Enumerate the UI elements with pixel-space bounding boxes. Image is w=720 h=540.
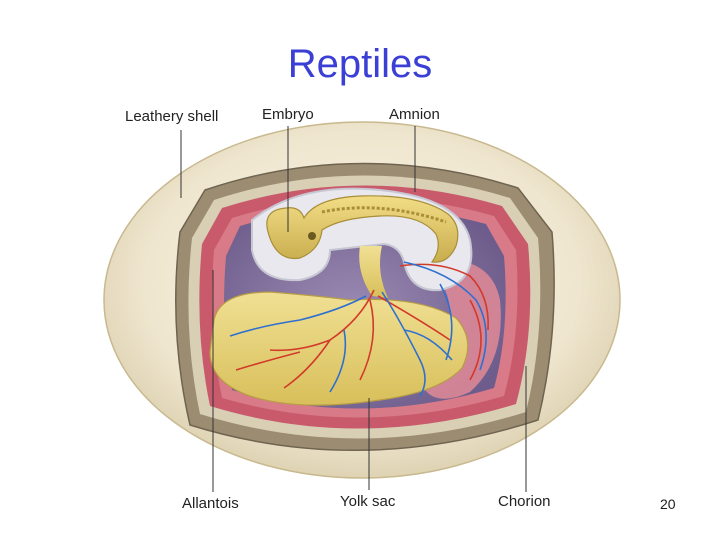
embryo-eye (308, 232, 316, 240)
leader-lines (180, 126, 527, 492)
label-amnion: Amnion (389, 106, 440, 123)
veins (229, 261, 487, 397)
label-embryo: Embryo (262, 106, 314, 123)
label-leathery-shell: Leathery shell (125, 108, 219, 125)
arteries (235, 263, 489, 389)
label-chorion: Chorion (498, 493, 551, 510)
embryo (266, 195, 459, 263)
slide-title: Reptiles (287, 42, 433, 86)
label-allantois: Allantois (182, 495, 239, 512)
label-yolk-sac: Yolk sac (340, 493, 396, 510)
yolk-sac (209, 291, 469, 406)
page-number: 20 (660, 496, 676, 512)
yolk-stalk (359, 246, 388, 298)
